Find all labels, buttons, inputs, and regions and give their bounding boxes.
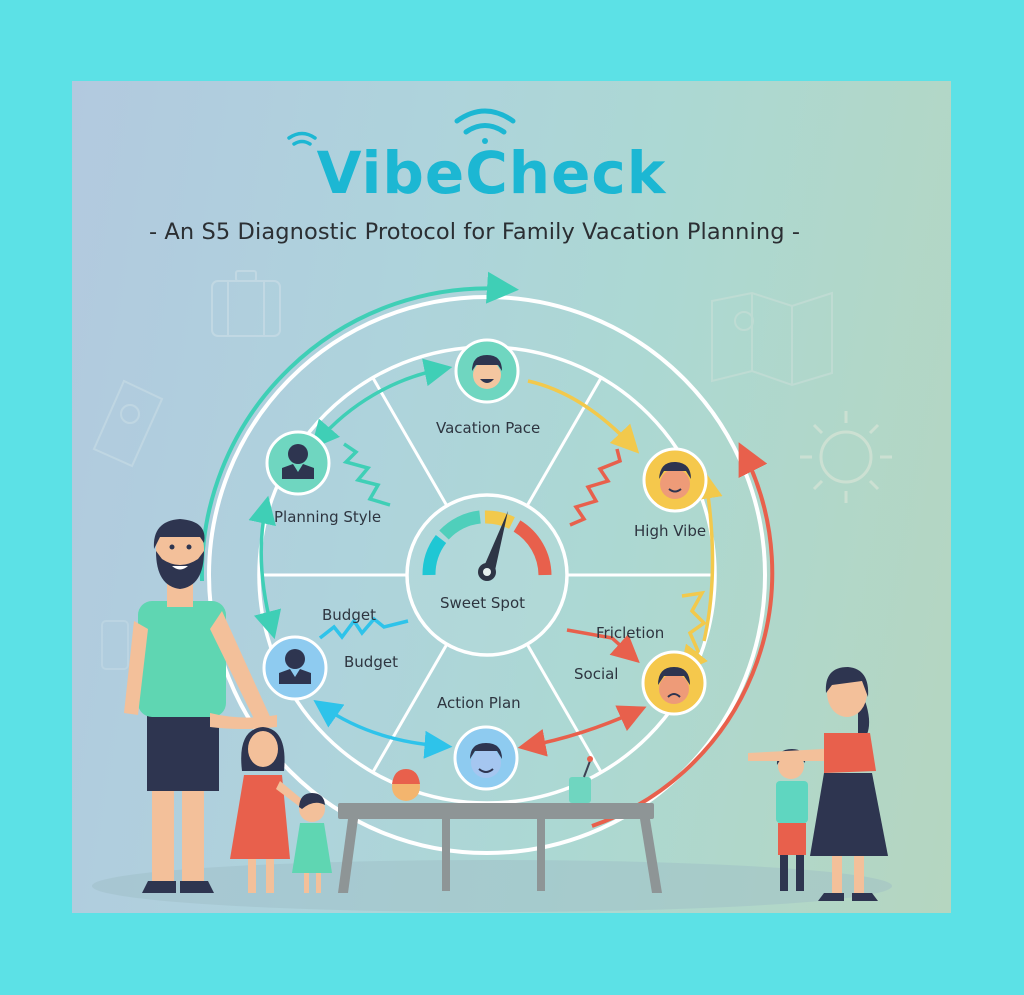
label-social: Social	[574, 665, 619, 683]
infographic-panel: VibeCheck - An S5 Diagnostic Protocol fo…	[72, 81, 951, 913]
node-social-friction	[641, 650, 707, 716]
zigzag-red	[569, 448, 623, 527]
daughter-figure	[230, 727, 304, 893]
app-title: VibeCheck	[316, 139, 667, 207]
label-budget-bottom: Budget	[344, 653, 398, 671]
label-vacation-pace: Vacation Pace	[436, 419, 541, 437]
cup-with-straw	[569, 756, 593, 803]
label-sweet-spot: Sweet Spot	[440, 594, 525, 612]
node-planning-style	[265, 430, 331, 496]
node-high-vibe	[642, 447, 708, 513]
label-budget-top: Budget	[322, 606, 376, 624]
zigzag-blue	[318, 616, 409, 640]
label-friction: Fricletion	[596, 624, 665, 642]
wheel-diagram	[92, 108, 892, 912]
label-planning-style: Planning Style	[274, 508, 382, 526]
mother-figure	[748, 667, 888, 901]
node-budget	[262, 635, 328, 701]
toddler-figure	[292, 793, 332, 893]
outer-red-arrow	[591, 442, 775, 828]
outer-teal-arrow	[199, 271, 519, 582]
father-figure	[124, 519, 277, 893]
suitcase-icon	[211, 270, 281, 337]
app-subtitle: - An S5 Diagnostic Protocol for Family V…	[148, 219, 801, 245]
passport-icon	[92, 379, 164, 468]
zigzag-yellow	[679, 590, 708, 675]
node-action-plan	[453, 725, 519, 791]
child-head-toy	[392, 769, 420, 801]
phone-icon	[101, 620, 129, 670]
zigzag-teal	[342, 442, 391, 507]
label-action-plan: Action Plan	[437, 694, 521, 712]
wifi-signal-icon	[287, 108, 516, 146]
node-vacation-pace	[454, 338, 520, 404]
table	[338, 803, 662, 893]
map-icon	[711, 291, 833, 387]
sun-icon	[800, 411, 892, 503]
gauge-meter-icon	[422, 510, 552, 581]
label-high-vibe: High Vibe	[634, 522, 707, 540]
